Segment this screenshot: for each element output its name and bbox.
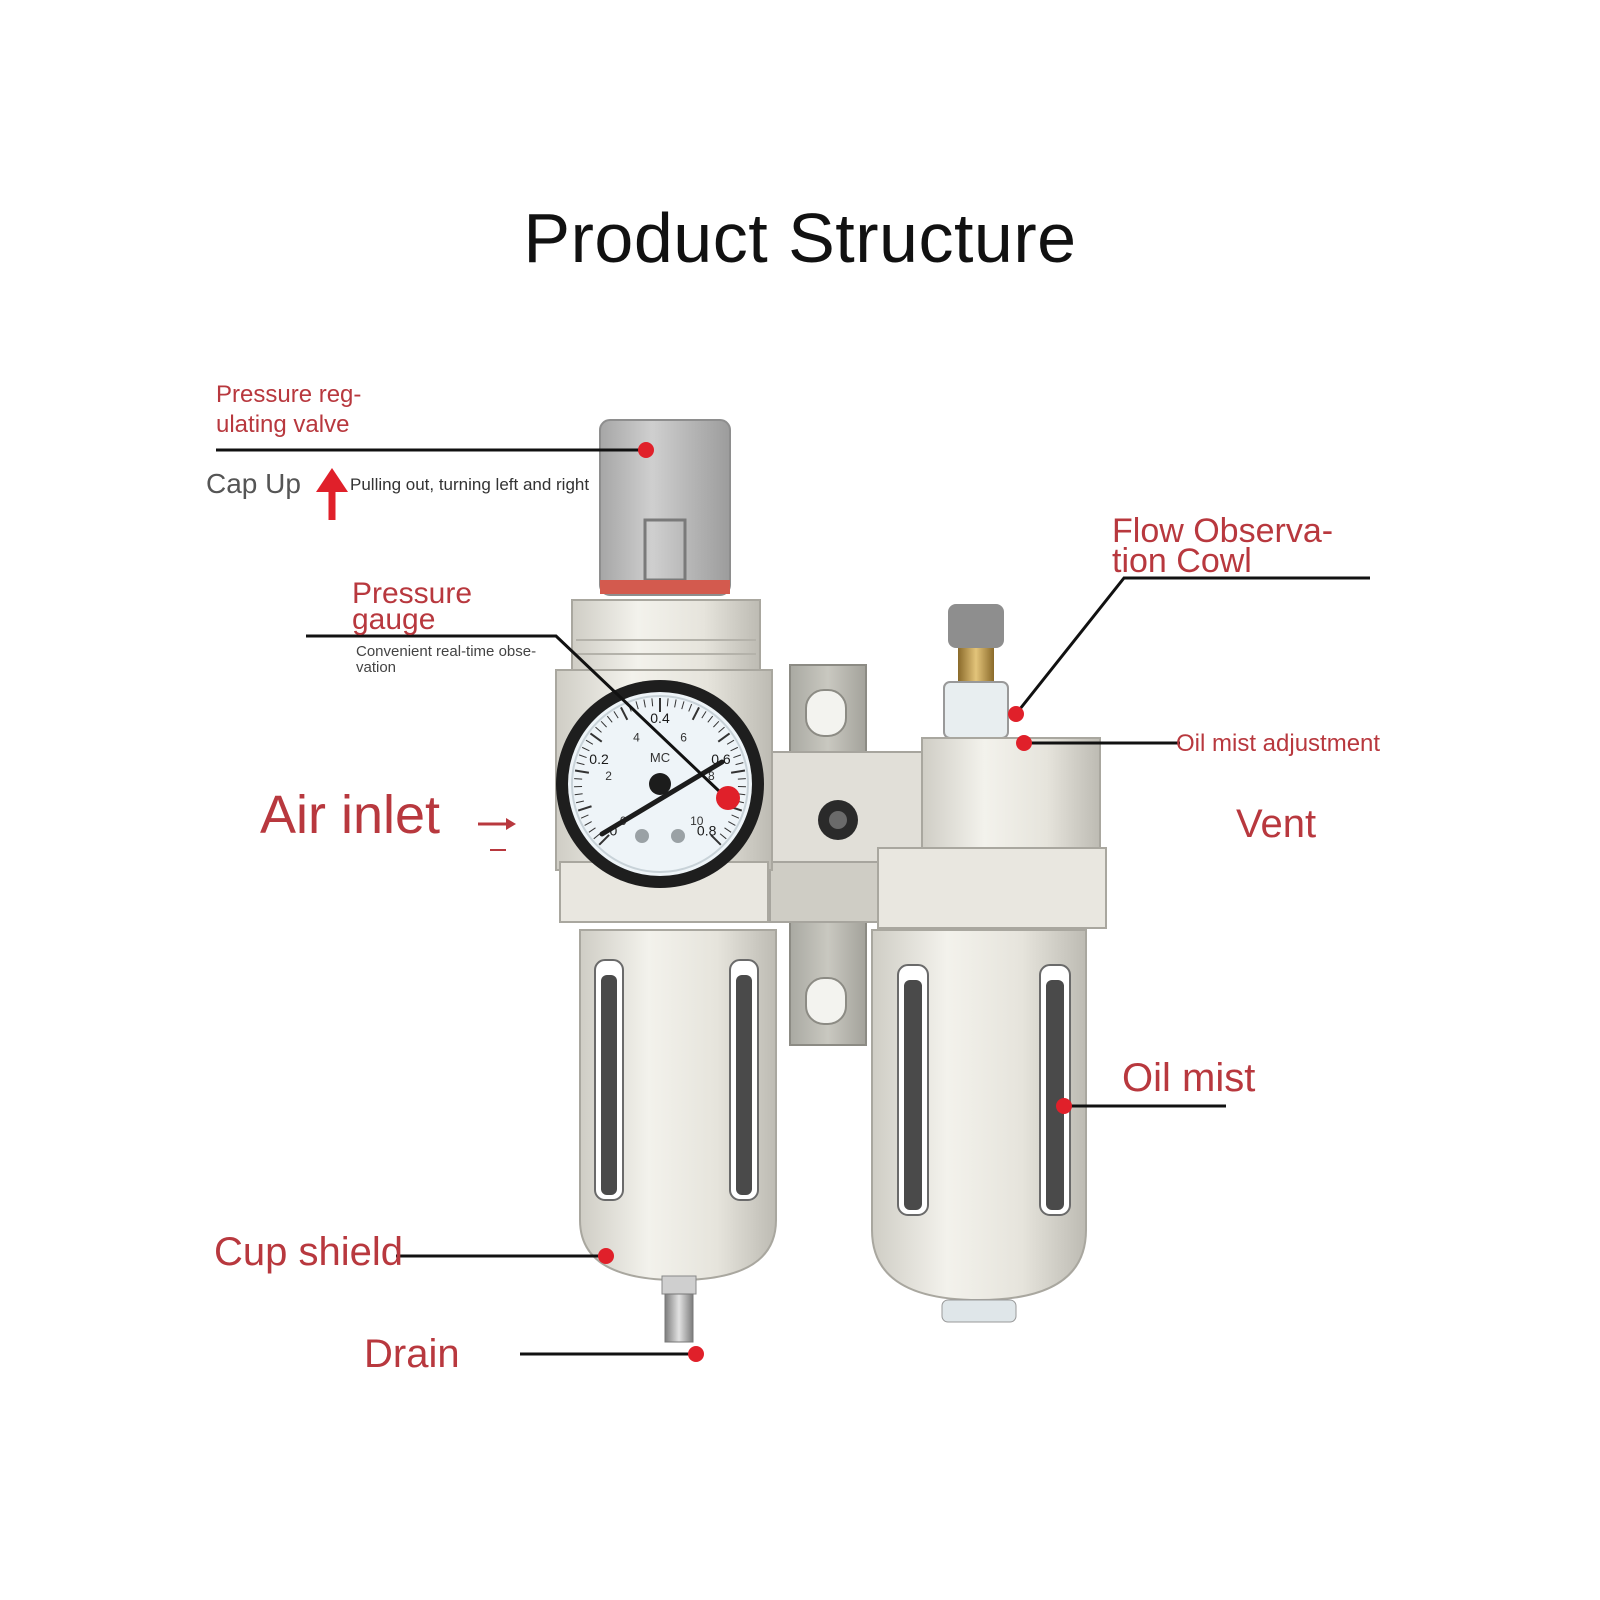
arrow-up-icon <box>316 468 348 520</box>
gauge-tick <box>574 778 583 780</box>
gauge-tick <box>728 821 736 826</box>
gauge-tick <box>600 720 607 728</box>
gauge-tick <box>613 711 619 719</box>
gauge-inner-label: 4 <box>633 731 640 745</box>
label-vent: Vent <box>1236 802 1317 846</box>
marker-pressure-gauge <box>716 786 740 810</box>
gauge-tick <box>688 703 693 712</box>
gauge-tick <box>584 821 592 826</box>
gauge-tick <box>717 732 731 743</box>
marker-pressure-valve <box>638 442 654 458</box>
gauge-tick <box>576 762 585 766</box>
gauge-tick <box>620 706 629 721</box>
gauge-tick <box>718 726 725 733</box>
label-gauge-note: Convenient real-time obse- vation <box>356 643 537 676</box>
pressure-regulating-knob[interactable] <box>599 419 731 596</box>
gauge-tick <box>701 711 707 719</box>
gauge-tick <box>730 746 739 752</box>
gauge-inner-label: 10 <box>690 814 704 828</box>
gauge-tick <box>580 814 589 819</box>
gauge-outer-label: 0.4 <box>650 710 670 726</box>
label-drain: Drain <box>364 1332 460 1376</box>
label-cap-up: Cap Up <box>206 468 301 499</box>
arrow-right-icon <box>478 818 516 851</box>
gauge-tick <box>575 800 584 804</box>
label-oil-mist-adjustment: Oil mist adjustment <box>1176 730 1381 757</box>
label-flow-observation-cowl: Flow Observa- tion Cowl <box>1112 512 1334 580</box>
gauge-tick <box>735 762 744 766</box>
gauge-tick <box>731 814 740 819</box>
gauge-tick <box>713 720 720 728</box>
label-cap-note: Pulling out, turning left and right <box>350 475 590 494</box>
gauge-tick <box>635 701 639 710</box>
gauge-tick <box>730 769 746 774</box>
gauge-tick <box>595 726 602 733</box>
label-pressure-gauge: Pressure gauge <box>352 577 473 636</box>
gauge-tick <box>651 698 654 707</box>
gauge-tick <box>719 833 727 840</box>
gauge-tick <box>681 701 685 710</box>
gauge-tick <box>574 769 590 774</box>
gauge-tick <box>643 699 646 708</box>
gauge-tick <box>588 827 596 833</box>
lubricator-unit <box>871 604 1107 1323</box>
gauge-tick <box>574 793 583 796</box>
drain-valve[interactable] <box>664 1293 694 1343</box>
page-title: Product Structure <box>523 199 1077 277</box>
label-pressure-regulating-valve: Pressure reg- ulating valve <box>216 381 362 438</box>
gauge-tick <box>710 834 722 846</box>
gauge-tick <box>606 715 613 723</box>
gauge-tick <box>593 833 601 840</box>
label-cup-shield: Cup shield <box>214 1230 404 1274</box>
gauge-outer-label: 0.2 <box>589 751 609 767</box>
callout-markers <box>598 442 1072 1362</box>
gauge-tick <box>585 739 594 745</box>
gauge-tick <box>724 827 732 833</box>
gauge-tick <box>707 715 714 723</box>
gauge-inner-label: 8 <box>708 769 715 783</box>
label-air-inlet: Air inlet <box>260 785 441 845</box>
oil-mist-adjust-knob[interactable] <box>948 604 1004 648</box>
gauge-tick <box>726 739 735 745</box>
gauge-tick <box>598 834 610 846</box>
gauge-tick <box>578 754 587 759</box>
gauge-tick <box>674 699 677 708</box>
marker-flow-cowl <box>1008 706 1024 722</box>
gauge-tick <box>691 706 700 721</box>
marker-oil-mist <box>1056 1098 1072 1114</box>
gauge-brand: MC <box>650 750 670 765</box>
gauge-inner-label: 2 <box>605 769 612 783</box>
gauge-tick <box>577 805 592 812</box>
gauge-outer-label: 0 <box>609 823 617 839</box>
marker-drain <box>688 1346 704 1362</box>
gauge-tick <box>666 698 669 707</box>
marker-oil-mist-adjustment <box>1016 735 1032 751</box>
gauge-tick <box>589 732 603 743</box>
label-oil-mist: Oil mist <box>1122 1056 1256 1100</box>
leader-lines <box>216 448 1370 1356</box>
gauge-tick <box>733 754 742 759</box>
gauge-tick <box>737 778 746 780</box>
gauge-inner-label: 6 <box>680 731 687 745</box>
gauge-outer-label: 0.8 <box>697 823 717 839</box>
gauge-tick <box>581 746 590 752</box>
pressure-gauge: 024681000.20.40.60.8 MC <box>556 680 764 888</box>
flow-observation-cowl <box>943 681 1009 739</box>
marker-cup-shield <box>598 1248 614 1264</box>
